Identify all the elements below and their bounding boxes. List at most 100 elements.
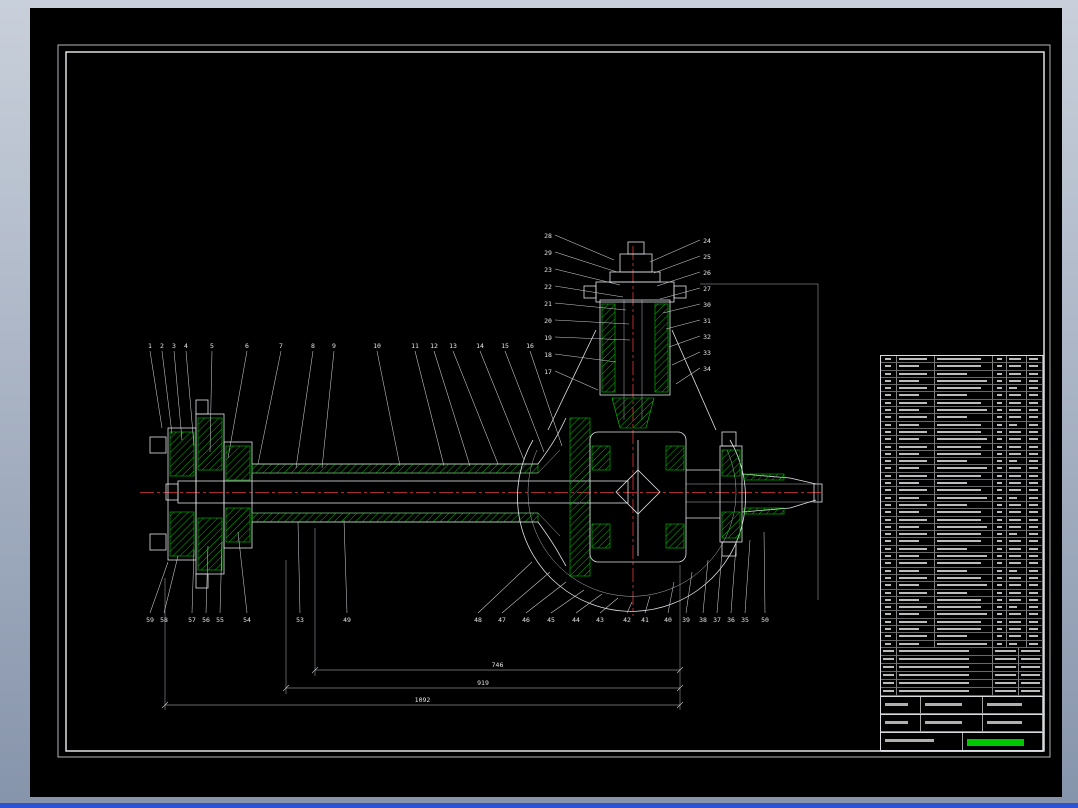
bom-mid-row [881, 655, 1043, 664]
svg-text:37: 37 [713, 616, 721, 624]
bom-row [881, 407, 1043, 415]
svg-text:45: 45 [547, 616, 555, 624]
title-block-cell [881, 714, 921, 732]
bom-mid-row [881, 663, 1043, 672]
svg-text:1: 1 [148, 342, 152, 350]
bom-row [881, 567, 1043, 575]
svg-text:4: 4 [184, 342, 188, 350]
svg-text:30: 30 [703, 301, 711, 309]
svg-text:25: 25 [703, 253, 711, 261]
svg-text:42: 42 [623, 616, 631, 624]
svg-text:27: 27 [703, 285, 711, 293]
title-block-cell [921, 696, 983, 714]
drawing-title-cell [963, 732, 1043, 752]
bottom-blue-strip [0, 803, 1078, 808]
svg-text:59: 59 [146, 616, 154, 624]
bom-row [881, 618, 1043, 626]
svg-text:28: 28 [544, 232, 552, 240]
right-axle-flange [686, 431, 823, 557]
svg-text:48: 48 [474, 616, 482, 624]
bom-row [881, 356, 1043, 364]
svg-text:14: 14 [476, 342, 484, 350]
axle-housing-tube [251, 417, 567, 567]
bom-row [881, 582, 1043, 590]
svg-text:55: 55 [216, 616, 224, 624]
bom-row [881, 465, 1043, 473]
svg-text:41: 41 [641, 616, 649, 624]
svg-text:20: 20 [544, 317, 552, 325]
bom-rows [881, 356, 1043, 648]
svg-text:33: 33 [703, 349, 711, 357]
bom-row [881, 625, 1043, 634]
bom-row [881, 428, 1043, 437]
bom-row [881, 385, 1043, 393]
svg-text:19: 19 [544, 334, 552, 342]
center-lines [140, 246, 822, 616]
svg-text:15: 15 [501, 342, 509, 350]
bom-row [881, 516, 1043, 524]
svg-text:12: 12 [430, 342, 438, 350]
axle-shaft [177, 480, 814, 504]
bom-table [880, 355, 1044, 752]
svg-text:34: 34 [703, 365, 711, 373]
bom-row [881, 450, 1043, 459]
bom-mid-rows [881, 647, 1043, 696]
svg-text:26: 26 [703, 269, 711, 277]
bom-row [881, 633, 1043, 641]
bom-row [881, 363, 1043, 371]
svg-text:919: 919 [477, 679, 489, 687]
svg-text:57: 57 [188, 616, 196, 624]
svg-text:47: 47 [498, 616, 506, 624]
bom-mid-row [881, 671, 1043, 680]
svg-text:35: 35 [741, 616, 749, 624]
bom-row [881, 377, 1043, 386]
svg-text:2: 2 [160, 342, 164, 350]
bom-row [881, 472, 1043, 481]
frame-border [57, 44, 1051, 758]
svg-text:53: 53 [296, 616, 304, 624]
leader-rail [700, 283, 819, 600]
bom-row [881, 574, 1043, 583]
bom-row [881, 604, 1043, 612]
svg-text:49: 49 [343, 616, 351, 624]
bom-row [881, 458, 1043, 466]
title-block-cell [983, 696, 1043, 714]
left-hub-assembly [149, 399, 253, 589]
title-block-cell [881, 732, 963, 752]
svg-text:36: 36 [727, 616, 735, 624]
title-block-cell [983, 714, 1043, 732]
bom-row [881, 501, 1043, 510]
title-block [881, 695, 1043, 752]
svg-text:11: 11 [411, 342, 419, 350]
bom-row [881, 596, 1043, 605]
svg-text:6: 6 [245, 342, 249, 350]
svg-text:32: 32 [703, 333, 711, 341]
extension-lines [164, 528, 681, 710]
drawing-svg: 1234567891011121314151628292322212019181… [57, 44, 1051, 758]
svg-text:7: 7 [279, 342, 283, 350]
svg-text:3: 3 [172, 342, 176, 350]
bom-row [881, 392, 1043, 400]
svg-text:18: 18 [544, 351, 552, 359]
bom-row [881, 589, 1043, 597]
bom-row [881, 421, 1043, 429]
bom-row [881, 370, 1043, 378]
bom-row [881, 414, 1043, 422]
svg-text:46: 46 [522, 616, 530, 624]
bom-row [881, 531, 1043, 539]
svg-text:29: 29 [544, 249, 552, 257]
bom-row [881, 553, 1043, 561]
svg-text:8: 8 [311, 342, 315, 350]
svg-text:17: 17 [544, 368, 552, 376]
bom-row [881, 560, 1043, 568]
svg-text:31: 31 [703, 317, 711, 325]
svg-text:43: 43 [596, 616, 604, 624]
bom-row [881, 509, 1043, 517]
bom-row [881, 538, 1043, 546]
bom-row [881, 545, 1043, 554]
svg-text:21: 21 [544, 300, 552, 308]
